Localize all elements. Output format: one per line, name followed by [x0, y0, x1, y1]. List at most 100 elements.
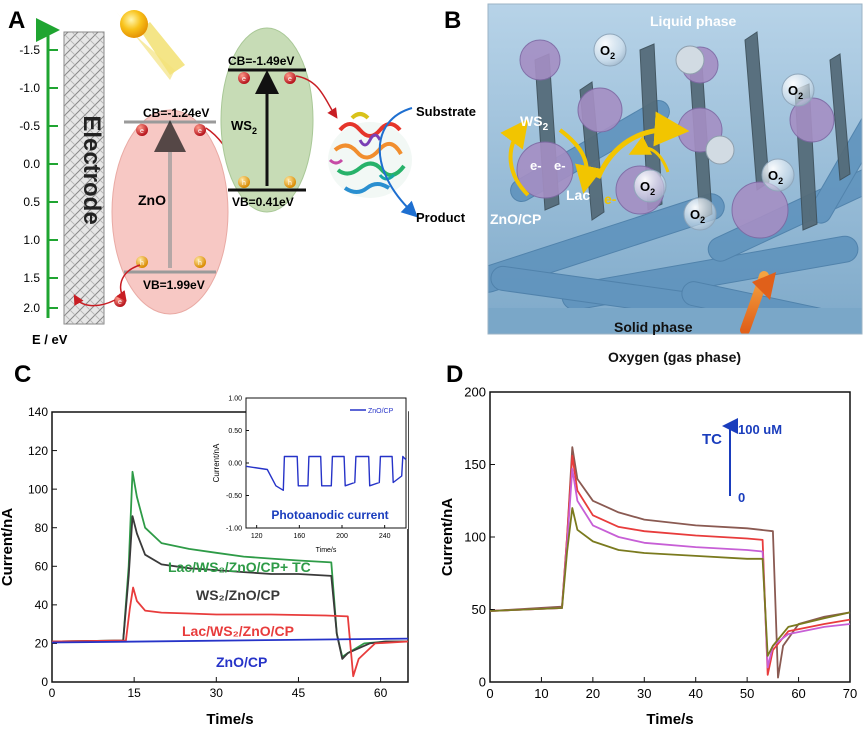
- o2-bubble-icon: [683, 197, 717, 231]
- scene-3d-illustration: O2 O2 O2 O2 O2: [488, 4, 862, 334]
- tc-label: TC: [702, 431, 722, 448]
- energy-tick: 0.5: [23, 195, 40, 209]
- electron-icon: [194, 124, 206, 136]
- x-tick-label: 160: [293, 533, 305, 540]
- energy-tick: 2.0: [23, 301, 40, 315]
- energy-tick: -1.0: [19, 81, 40, 95]
- electron-label-b: e-: [604, 191, 617, 207]
- series-label-green: Lac/WS₂/ZnO/CP+ TC: [168, 559, 311, 575]
- o2-bubble-icon: [781, 73, 815, 107]
- electron-label-b: e-: [554, 158, 566, 173]
- series-label-red: Lac/WS₂/ZnO/CP: [182, 623, 294, 639]
- electron-transfer-arrow: [73, 294, 116, 307]
- y-tick-label: -0.50: [226, 493, 242, 500]
- svg-text:h: h: [242, 180, 246, 187]
- liquid-phase-label: Liquid phase: [650, 13, 737, 29]
- electrode-label: Electrode: [78, 115, 105, 224]
- y-tick-label: -1.00: [226, 525, 242, 532]
- svg-text:h: h: [140, 260, 144, 267]
- series-line-0: [245, 455, 407, 491]
- y-tick-label: 100: [28, 482, 48, 496]
- y-tick-label: 0: [41, 675, 48, 689]
- hole-electron-arrow: [116, 264, 141, 302]
- y-tick-label: 80: [35, 521, 49, 535]
- x-tick-label: 0: [49, 686, 56, 700]
- svg-text:O2: O2: [690, 207, 705, 225]
- inset-ylabel: Current/nA: [212, 443, 221, 482]
- x-tick-label: 70: [843, 686, 857, 701]
- ws2-vb-label: VB=0.41eV: [232, 195, 294, 209]
- ws2-label: WS2: [231, 118, 257, 136]
- x-tick-label: 10: [534, 686, 548, 701]
- sun-icon: [120, 10, 148, 38]
- laccase-enzyme-icon: [328, 112, 412, 198]
- chart-d-xlabel: Time/s: [646, 711, 693, 728]
- y-tick-label: 0.00: [228, 460, 242, 467]
- energy-axis-label: E / eV: [32, 332, 68, 347]
- concentration-bottom-label: 0: [738, 490, 745, 505]
- znocp-label-b: ZnO/CP: [490, 211, 541, 227]
- x-tick-label: 30: [210, 686, 224, 700]
- o2-bubble-icon: [593, 33, 627, 67]
- chart-d-series: [489, 446, 851, 679]
- x-tick-label: 20: [586, 686, 600, 701]
- electron-flow-arrow: [500, 118, 530, 197]
- svg-text:e: e: [118, 299, 122, 306]
- panel-d-letter: D: [446, 361, 463, 388]
- panel-b-letter: B: [444, 7, 461, 34]
- chart-c-inset-series: [245, 455, 407, 491]
- svg-text:O2: O2: [600, 43, 615, 61]
- energy-tick: 0.0: [23, 157, 40, 171]
- zno-cb-label: CB=-1.24eV: [143, 106, 209, 120]
- series-line-1: [489, 454, 851, 676]
- chart-d-frame: [489, 391, 851, 683]
- energy-axis-ticks: -1.5 -1.0 -0.5 0.0 0.5 1.0 1.5 2.0: [19, 43, 58, 315]
- y-tick-label: 40: [35, 598, 49, 612]
- chart-d-ylabel: Current/nA: [439, 498, 456, 577]
- electron-icon: [284, 72, 296, 84]
- x-tick-label: 240: [379, 533, 391, 540]
- series-line-2: [489, 468, 851, 669]
- electron-flow-arrow: [628, 135, 670, 173]
- chart-c-series: [51, 470, 409, 678]
- substrate-label: Substrate: [416, 104, 476, 119]
- svg-text:e: e: [198, 128, 202, 135]
- energy-tick: -0.5: [19, 119, 40, 133]
- svg-text:h: h: [288, 180, 292, 187]
- concentration-top-label: 100 uM: [738, 422, 782, 437]
- y-tick-label: 150: [464, 457, 486, 472]
- hole-icon: [284, 176, 296, 188]
- y-tick-label: 0.50: [228, 428, 242, 435]
- y-tick-label: 100: [464, 530, 486, 545]
- energy-tick: -1.5: [19, 43, 40, 57]
- svg-text:O2: O2: [788, 83, 803, 101]
- electron-icon: [136, 124, 148, 136]
- hole-icon: [238, 176, 250, 188]
- gas-phase-label: Oxygen (gas phase): [608, 349, 741, 365]
- panel-c-letter: C: [14, 361, 31, 388]
- y-tick-label: 120: [28, 444, 48, 458]
- x-tick-label: 0: [486, 686, 493, 701]
- chart-c-frame: [51, 411, 409, 683]
- ws2-to-enzyme-arrow: [295, 75, 338, 119]
- series-line-3: [51, 637, 409, 644]
- x-tick-label: 50: [740, 686, 754, 701]
- x-tick-label: 60: [374, 686, 388, 700]
- zno-vb-label: VB=1.99eV: [143, 278, 205, 292]
- svg-text:h: h: [198, 260, 202, 267]
- y-tick-label: 200: [464, 385, 486, 400]
- zno-label: ZnO: [138, 192, 166, 208]
- series-line-3: [489, 507, 851, 657]
- electron-flow-arrow: [558, 128, 603, 194]
- y-tick-label: 1.00: [228, 395, 242, 402]
- y-tick-label: 140: [28, 405, 48, 419]
- energy-tick: 1.5: [23, 271, 40, 285]
- x-tick-label: 40: [688, 686, 702, 701]
- series-line-1: [51, 515, 408, 660]
- electron-flow-arrow: [595, 111, 690, 179]
